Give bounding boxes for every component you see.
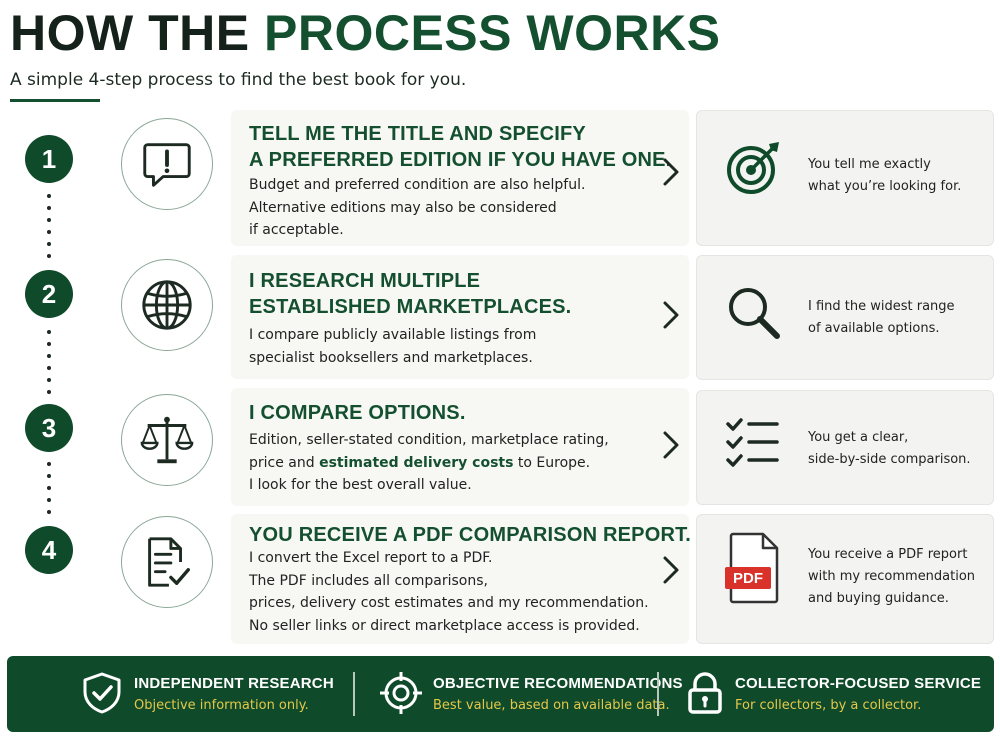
footer-bar: INDEPENDENT RESEARCH Objective informati… xyxy=(7,656,994,732)
footer-divider-1 xyxy=(353,672,355,716)
step-2-result-card xyxy=(696,255,994,380)
page-title-part2: PROCESS WORKS xyxy=(263,5,721,61)
step-3-text-emphasis: estimated delivery costs xyxy=(319,454,514,471)
step-4-result-text: You receive a PDF report with my recomme… xyxy=(808,544,975,610)
step-3-text-line-2: price and estimated delivery costs to Eu… xyxy=(249,452,609,475)
step-4-title-line-1: YOU RECEIVE A PDF COMPARISON REPORT. xyxy=(249,524,692,546)
footer-badge-independent: INDEPENDENT RESEARCH Objective informati… xyxy=(80,656,340,732)
step-1-text: Budget and preferred condition are also … xyxy=(249,174,585,242)
scales-icon xyxy=(140,416,194,464)
page-title: HOW THE PROCESS WORKS xyxy=(10,2,721,64)
step-3-result-line-2: side-by-side comparison. xyxy=(808,452,971,467)
step-4-text: I convert the Excel report to a PDF. The… xyxy=(249,547,649,637)
step-2-result-line-2: of available options. xyxy=(808,321,940,336)
shield-check-icon xyxy=(83,672,121,714)
padlock-icon xyxy=(688,672,722,714)
step-1-text-line-2: Alternative editions may also be conside… xyxy=(249,199,557,216)
subtitle-underline xyxy=(10,99,100,102)
step-3-text-line-1: Edition, seller-stated condition, market… xyxy=(249,432,609,448)
page-subtitle: A simple 4-step process to find the best… xyxy=(10,70,467,90)
footer-badge-collector: COLLECTOR-FOCUSED SERVICE For collectors… xyxy=(683,656,983,732)
step-2-icon-circle xyxy=(121,259,213,351)
step-2-result-line-1: I find the widest range xyxy=(808,299,955,314)
chevron-right-icon xyxy=(663,158,679,186)
pdf-label: PDF xyxy=(733,570,763,587)
step-connector-3 xyxy=(47,462,51,522)
step-3-result-card xyxy=(696,390,994,505)
step-2-result-text: I find the widest range of available opt… xyxy=(808,296,955,340)
step-2-title: I RESEARCH MULTIPLE ESTABLISHED MARKETPL… xyxy=(249,268,571,320)
footer-badge-subtitle: Best value, based on available data. xyxy=(433,698,670,713)
chevron-right-icon xyxy=(663,431,679,459)
step-1-result-card xyxy=(696,110,994,246)
step-2-card xyxy=(231,255,689,379)
step-1-result-line-1: You tell me exactly xyxy=(808,157,931,172)
footer-badge-objective: OBJECTIVE RECOMMENDATIONS Best value, ba… xyxy=(379,656,683,732)
step-3-title-line-1: I COMPARE OPTIONS. xyxy=(249,402,466,424)
step-3-text: Edition, seller-stated condition, market… xyxy=(249,429,609,497)
step-4-icon-circle xyxy=(121,516,213,608)
page-title-part1: HOW THE xyxy=(10,5,264,61)
step-4-result-line-1: You receive a PDF report xyxy=(808,547,968,562)
globe-icon xyxy=(142,280,192,330)
step-2-text: I compare publicly available listings fr… xyxy=(249,324,536,369)
step-3-result-text: You get a clear, side-by-side comparison… xyxy=(808,427,971,471)
footer-divider-2 xyxy=(657,672,659,716)
step-2-number: 2 xyxy=(25,270,73,318)
step-4-result-line-2: with my recommendation xyxy=(808,569,976,584)
step-1-text-line-3: if acceptable. xyxy=(249,222,344,238)
step-4-title: YOU RECEIVE A PDF COMPARISON REPORT. xyxy=(249,522,691,548)
step-3-text-line-3: I look for the best overall value. xyxy=(249,477,472,493)
target-arrow-icon xyxy=(727,142,779,194)
step-4-number: 4 xyxy=(25,526,73,574)
step-1-title-line-1: TELL ME THE TITLE AND SPECIFY xyxy=(249,123,586,145)
magnifier-icon xyxy=(729,288,780,339)
step-2-title-line-1: I RESEARCH MULTIPLE xyxy=(249,270,481,292)
step-1-result-text: You tell me exactly what you’re looking … xyxy=(808,154,961,198)
step-3-text-line-2-pre: price and xyxy=(249,454,320,471)
step-1-icon-circle xyxy=(121,118,213,210)
step-4-card xyxy=(231,514,689,644)
step-1-title-line-2: A PREFERRED EDITION IF YOU HAVE ONE. xyxy=(249,149,672,171)
step-1-title: TELL ME THE TITLE AND SPECIFY A PREFERRE… xyxy=(249,121,671,173)
footer-badge-title: OBJECTIVE RECOMMENDATIONS xyxy=(433,675,683,692)
footer-badge-subtitle: Objective information only. xyxy=(134,698,309,713)
footer-badge-subtitle: For collectors, by a collector. xyxy=(735,698,922,713)
step-2-text-line-1: I compare publicly available listings fr… xyxy=(249,327,537,343)
step-4-text-line-4: No seller links or direct marketplace ac… xyxy=(249,617,640,634)
chevron-right-icon xyxy=(663,556,679,584)
step-2-title-line-2: ESTABLISHED MARKETPLACES. xyxy=(249,296,572,318)
checklist-icon xyxy=(726,418,779,467)
step-3-title: I COMPARE OPTIONS. xyxy=(249,400,466,426)
step-4-text-line-1: I convert the Excel report to a PDF. xyxy=(249,550,493,566)
footer-badge-title: COLLECTOR-FOCUSED SERVICE xyxy=(735,675,982,692)
step-3-text-line-2-post: to Europe. xyxy=(513,454,591,471)
step-2-text-line-2: specialist booksellers and marketplaces. xyxy=(249,349,533,366)
step-connector-2 xyxy=(47,330,51,402)
step-1-card xyxy=(231,110,689,246)
step-3-number: 3 xyxy=(25,404,73,452)
step-3-icon-circle xyxy=(121,394,213,486)
document-check-icon xyxy=(148,537,190,587)
step-1-number: 1 xyxy=(25,135,73,183)
speech-bubble-exclamation-icon xyxy=(143,143,191,187)
pdf-file-icon: PDF xyxy=(725,532,779,604)
step-1-text-line-1: Budget and preferred condition are also … xyxy=(249,177,586,193)
step-4-text-line-3: prices, delivery cost estimates and my r… xyxy=(249,595,649,611)
step-3-card xyxy=(231,388,689,506)
step-1-result-line-2: what you’re looking for. xyxy=(808,179,962,194)
step-4-text-line-2: The PDF includes all comparisons, xyxy=(249,572,488,589)
crosshair-icon xyxy=(380,672,422,714)
step-connector-1 xyxy=(47,194,51,266)
step-4-result-line-3: and buying guidance. xyxy=(808,591,949,606)
footer-badge-title: INDEPENDENT RESEARCH xyxy=(134,675,334,692)
step-3-result-line-1: You get a clear, xyxy=(808,430,909,445)
chevron-right-icon xyxy=(663,301,679,329)
